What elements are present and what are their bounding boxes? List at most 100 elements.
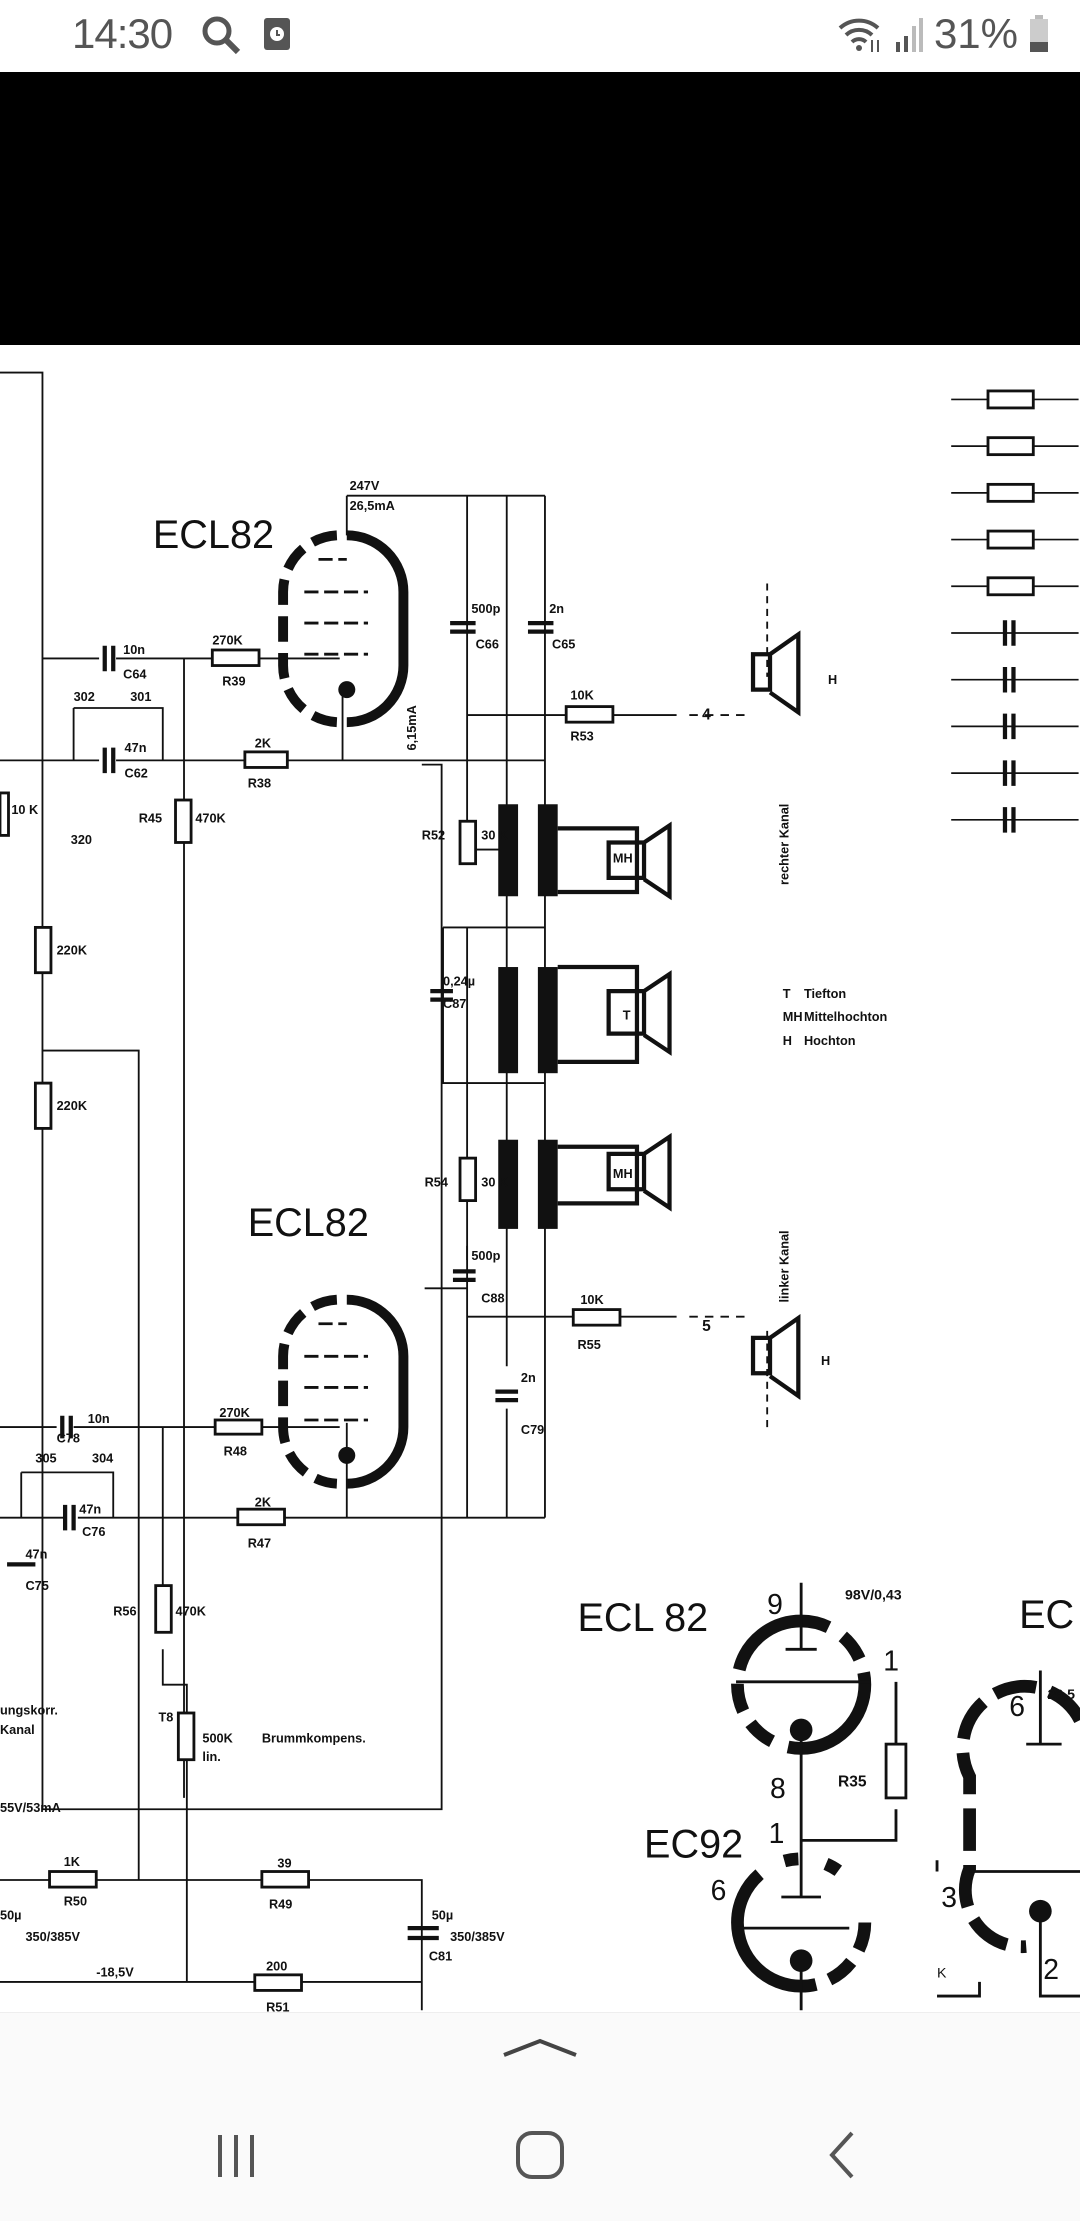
svg-text:10n: 10n xyxy=(123,642,145,657)
svg-text:R50: R50 xyxy=(64,1893,87,1908)
svg-text:2n: 2n xyxy=(549,601,564,616)
navigation-bar xyxy=(0,2012,1080,2221)
svg-text:2K: 2K xyxy=(255,1494,272,1509)
battery-icon xyxy=(1030,15,1048,52)
capacitors xyxy=(7,620,554,1941)
svg-text:500p: 500p xyxy=(471,601,500,616)
svg-text:10n: 10n xyxy=(88,1411,110,1426)
svg-text:5: 5 xyxy=(702,1318,711,1335)
chevron-up-icon[interactable] xyxy=(500,2033,580,2063)
svg-text:C65: C65 xyxy=(552,637,575,652)
svg-text:305: 305 xyxy=(35,1450,56,1465)
svg-text:2K: 2K xyxy=(255,736,272,751)
svg-text:301: 301 xyxy=(130,689,151,704)
svg-text:T8: T8 xyxy=(159,1709,174,1724)
svg-text:R48: R48 xyxy=(224,1443,247,1458)
svg-text:4: 4 xyxy=(702,706,711,723)
svg-text:MH: MH xyxy=(783,1009,803,1024)
battery-percent: 31% xyxy=(933,10,1018,57)
svg-text:R47: R47 xyxy=(248,1535,271,1550)
svg-text:C81: C81 xyxy=(429,1949,452,1964)
svg-text:C88: C88 xyxy=(481,1291,504,1306)
svg-text:ECL 82: ECL 82 xyxy=(578,1596,709,1640)
svg-text:T: T xyxy=(623,1007,631,1022)
svg-text:C76: C76 xyxy=(82,1524,105,1539)
svg-text:R45: R45 xyxy=(139,811,162,826)
svg-text:10 K: 10 K xyxy=(11,802,39,817)
svg-text:26,5mA: 26,5mA xyxy=(350,498,395,513)
svg-text:C78: C78 xyxy=(57,1431,80,1446)
svg-text:8: 8 xyxy=(770,1772,786,1804)
back-icon[interactable] xyxy=(822,2129,862,2181)
svg-text:H: H xyxy=(828,672,837,687)
svg-text:6,15mA: 6,15mA xyxy=(404,705,419,750)
svg-text:C62: C62 xyxy=(125,765,148,780)
svg-text:470K: 470K xyxy=(195,811,226,826)
svg-text:220K: 220K xyxy=(57,1098,88,1113)
svg-text:47n: 47n xyxy=(79,1501,101,1516)
svg-text:55V/53mA: 55V/53mA xyxy=(0,1800,61,1815)
svg-text:6: 6 xyxy=(711,1874,727,1906)
svg-text:270K: 270K xyxy=(212,632,243,647)
svg-text:3: 3 xyxy=(941,1881,957,1913)
svg-text:C79: C79 xyxy=(521,1422,544,1437)
svg-text:C64: C64 xyxy=(123,666,146,681)
svg-text:2n: 2n xyxy=(521,1370,536,1385)
svg-text:R55: R55 xyxy=(578,1337,601,1352)
svg-text:1K: 1K xyxy=(64,1854,81,1869)
svg-text:R54: R54 xyxy=(425,1174,448,1189)
svg-text:Kanal: Kanal xyxy=(0,1722,35,1737)
svg-text:1: 1 xyxy=(769,1817,785,1849)
svg-text:47n: 47n xyxy=(125,740,147,755)
svg-text:350/385V: 350/385V xyxy=(450,1929,505,1944)
svg-text:-18,5V: -18,5V xyxy=(96,1964,134,1979)
svg-text:39: 39 xyxy=(277,1855,291,1870)
channel-label-right: rechter Kanal xyxy=(776,804,791,885)
signal-icon xyxy=(895,18,923,52)
tube-ecl82-top xyxy=(278,530,409,728)
svg-text:EC: EC xyxy=(1019,1593,1074,1637)
resistors xyxy=(0,648,622,1992)
tube-ecl82-bottom xyxy=(278,1294,409,1489)
svg-text:350/385V: 350/385V xyxy=(25,1929,80,1944)
tube-label: ECL82 xyxy=(153,513,274,557)
search-icon xyxy=(202,16,241,55)
svg-text:30 K: 30 K xyxy=(481,1174,509,1189)
svg-text:H: H xyxy=(783,1033,792,1048)
svg-text:26,5: 26,5 xyxy=(1047,1686,1075,1702)
svg-text:C87: C87 xyxy=(443,996,466,1011)
svg-text:320: 320 xyxy=(71,832,92,847)
clock: 14:30 xyxy=(72,10,173,57)
svg-text:10K: 10K xyxy=(570,688,594,703)
svg-text:R53: R53 xyxy=(570,729,593,744)
svg-text:MH: MH xyxy=(613,850,633,865)
wifi-icon xyxy=(838,18,880,52)
channel-label-left: linker Kanal xyxy=(776,1230,791,1302)
svg-text:MH: MH xyxy=(613,1166,633,1181)
svg-text:0,24µ: 0,24µ xyxy=(443,973,475,988)
svg-text:R56: R56 xyxy=(113,1603,136,1618)
svg-text:C66: C66 xyxy=(476,637,499,652)
svg-text:R49: R49 xyxy=(269,1896,292,1911)
home-icon[interactable] xyxy=(514,2129,566,2181)
image-viewer-black-area xyxy=(0,72,1080,345)
svg-text:247V: 247V xyxy=(350,478,380,493)
svg-text:304: 304 xyxy=(92,1450,113,1465)
svg-text:9: 9 xyxy=(767,1588,783,1620)
wires xyxy=(0,371,769,2011)
recent-apps-icon[interactable] xyxy=(212,2131,262,2181)
svg-text:R39: R39 xyxy=(222,673,245,688)
svg-text:50µ: 50µ xyxy=(0,1908,21,1923)
svg-text:47n: 47n xyxy=(25,1547,47,1562)
svg-text:K: K xyxy=(937,1965,947,1981)
svg-text:Brummkompens.: Brummkompens. xyxy=(262,1731,366,1746)
svg-text:50µ: 50µ xyxy=(432,1908,453,1923)
svg-text:30 K: 30 K xyxy=(481,828,509,843)
svg-text:C75: C75 xyxy=(25,1578,48,1593)
svg-text:470K: 470K xyxy=(176,1603,207,1618)
svg-text:Hochton: Hochton xyxy=(804,1033,856,1048)
svg-text:500K: 500K xyxy=(202,1731,233,1746)
svg-text:H: H xyxy=(821,1353,830,1368)
